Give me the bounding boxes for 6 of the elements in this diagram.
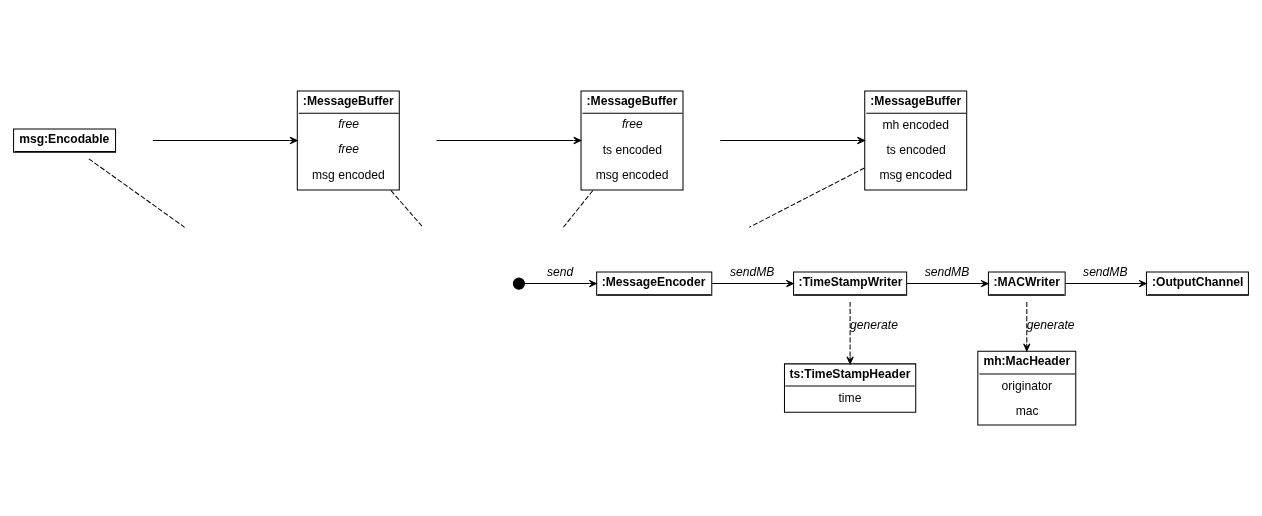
edge-label: sendMB bbox=[924, 265, 970, 280]
edge-label: sendMB bbox=[1083, 265, 1128, 280]
edge-label: generate bbox=[850, 317, 898, 332]
edge-label: send bbox=[546, 265, 574, 280]
edge-label: sendMB bbox=[729, 265, 775, 280]
edge-label: generate bbox=[1026, 317, 1075, 332]
